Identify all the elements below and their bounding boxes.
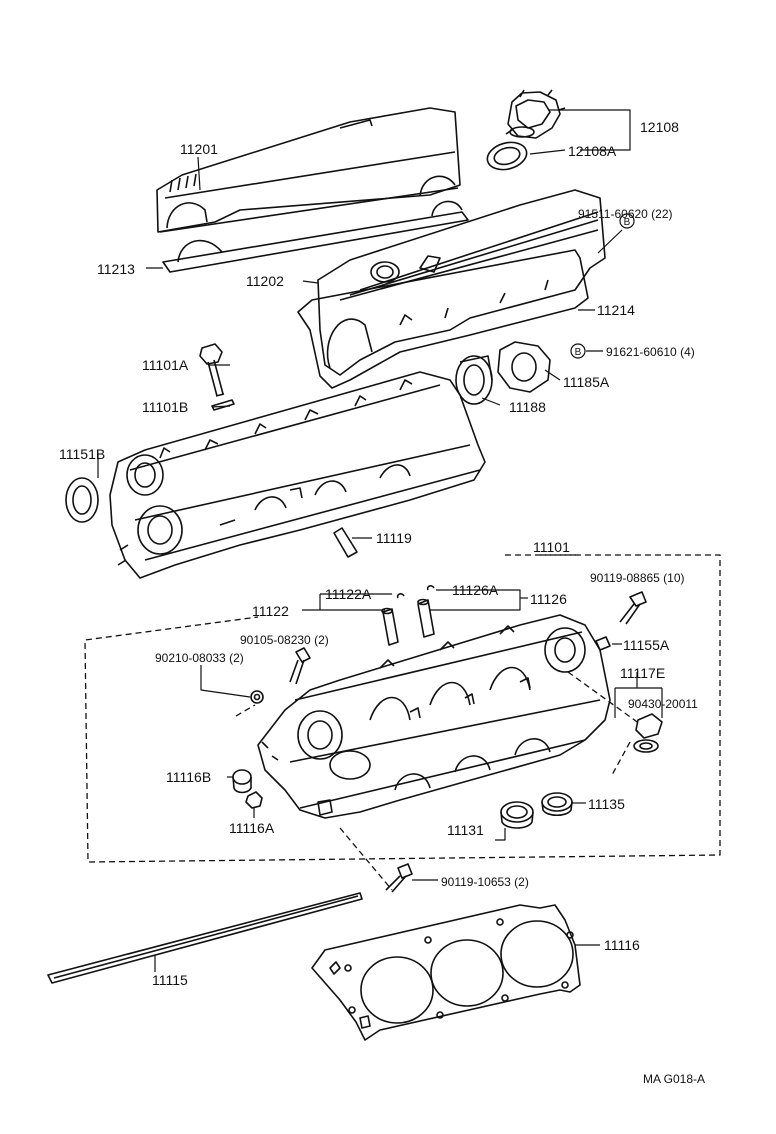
label-11116a: 11116A — [229, 820, 275, 836]
label-12108: 12108 — [640, 119, 679, 135]
seal-ring-drawing — [455, 355, 493, 405]
cylinder-head-drawing — [257, 614, 611, 819]
label-11115: 11115 — [152, 972, 188, 988]
label-90210-08033: 90210-08033 (2) — [155, 651, 244, 665]
seal-cap-drawing — [232, 769, 252, 794]
label-11101a: 11101A — [142, 357, 189, 373]
head-gasket-drawing — [311, 904, 581, 1041]
cover-lower-gasket-drawing — [297, 249, 589, 389]
label-11122a: 11122A — [325, 586, 372, 602]
label-11101b: 11101B — [142, 399, 189, 415]
cover-gasket-drawing — [162, 200, 469, 273]
label-11116b: 11116B — [166, 769, 212, 785]
camshaft-seal-drawing — [65, 477, 99, 523]
label-11185a: 11185A — [563, 374, 610, 390]
small-nut-drawing — [245, 791, 263, 809]
label-11213: 11213 — [97, 261, 135, 277]
stud-drawing — [289, 647, 311, 685]
washer-drawing — [211, 399, 235, 411]
label-11119: 11119 — [376, 530, 412, 546]
head-bolt-drawing — [199, 343, 225, 397]
label-11214: 11214 — [597, 302, 635, 318]
label-11126: 11126 — [530, 591, 567, 607]
label-11131: 11131 — [447, 822, 484, 838]
drain-plug-drawing — [633, 713, 663, 753]
b-marker: B — [570, 343, 586, 359]
washer-small-drawing — [250, 690, 264, 704]
valve-guide-drawing — [417, 585, 435, 638]
camshaft-housing-drawing — [109, 371, 486, 579]
gasket-strip-drawing — [47, 892, 363, 984]
label-91621-60610: 91621-60610 (4) — [606, 345, 695, 359]
plug-seal-drawing — [541, 792, 573, 817]
dowel-pin-drawing — [333, 527, 358, 558]
label-90105-08230: 90105-08230 (2) — [240, 633, 329, 647]
label-11116: 11116 — [604, 937, 640, 953]
valve-guide-drawing — [381, 593, 405, 646]
stud-bolt-drawing — [619, 591, 647, 625]
plug-seal-drawing — [500, 801, 534, 829]
diagram-code: MA G018-A — [643, 1072, 706, 1086]
label-91511-60620: 91511-60620 (22) — [578, 207, 673, 221]
label-11101: 11101 — [533, 539, 570, 555]
label-11151b: 11151B — [59, 446, 106, 462]
plate-gasket-drawing — [497, 341, 551, 393]
label-11202: 11202 — [246, 273, 284, 289]
leader-lines — [97, 109, 663, 972]
label-11122: 11122 — [252, 603, 289, 619]
gasket-ring-drawing — [486, 141, 528, 171]
label-11135: 11135 — [588, 796, 625, 812]
b-marker-text: B — [624, 217, 631, 228]
b-marker: B — [619, 213, 635, 229]
label-11126a: 11126A — [452, 582, 499, 598]
b-marker-text: B — [575, 347, 582, 358]
label-11155a: 11155A — [623, 637, 670, 653]
cylinder-head-cover-upper-drawing — [156, 107, 461, 233]
label-90119-08865: 90119-08865 (10) — [590, 571, 685, 585]
head-bolt-small-drawing — [385, 863, 413, 893]
label-11117e: 11117E — [620, 665, 666, 681]
assembly-dashed-lines — [84, 554, 721, 891]
oil-filler-cap-drawing — [505, 89, 566, 139]
label-90430-20011: 90430-20011 — [628, 697, 698, 711]
label-90119-10653: 90119-10653 (2) — [441, 875, 529, 889]
cylinder-head-cover-lower-drawing — [317, 189, 606, 376]
label-11188: 11188 — [509, 399, 546, 415]
label-11201: 11201 — [180, 141, 218, 157]
label-12108a: 12108A — [568, 143, 617, 159]
